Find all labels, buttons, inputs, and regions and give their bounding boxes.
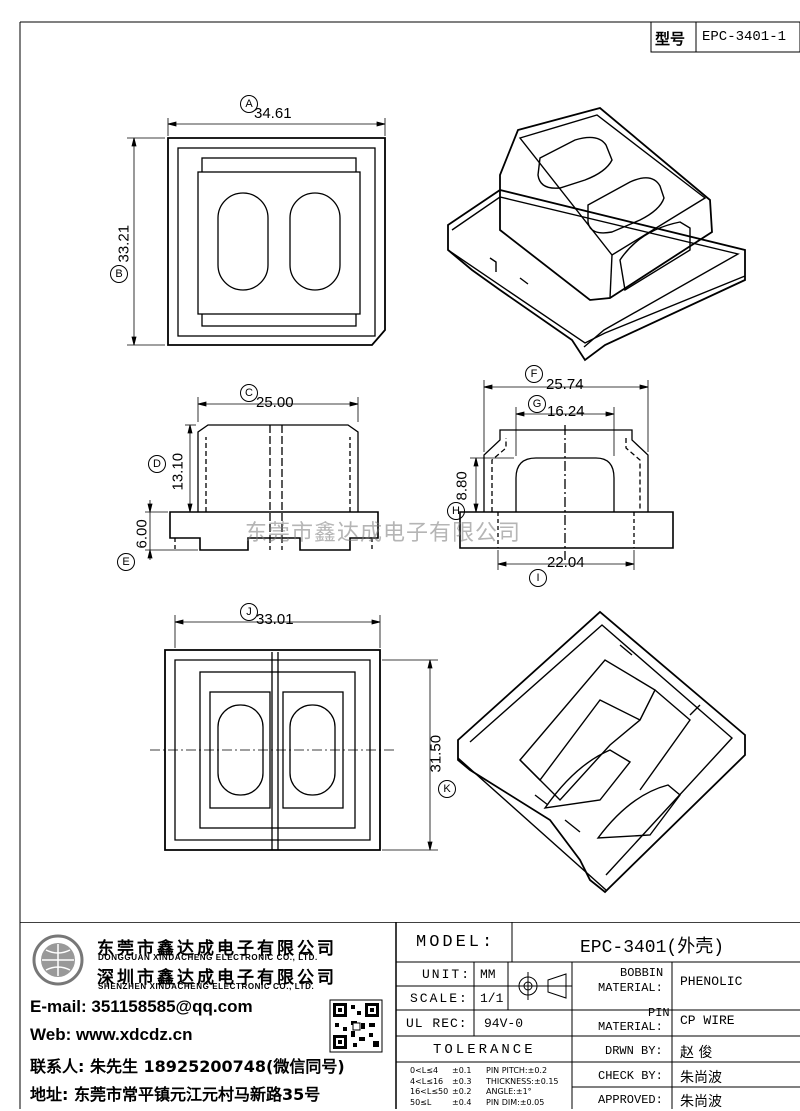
dim-fghi-lines [470, 380, 649, 570]
spec-label-3: PIN DIM: [486, 1097, 520, 1107]
tolerance-label: TOLERANCE [433, 1042, 536, 1058]
side-view [459, 425, 674, 560]
model-value: EPC-3401(外壳) [580, 938, 725, 958]
check-by-value: 朱尚波 [680, 1070, 722, 1086]
tol-range-2: 16<L≤50 [410, 1087, 449, 1096]
tol-value-3: ±0.4 [452, 1097, 472, 1107]
scale-value: 1/1 [480, 991, 504, 1006]
company-address: 地址: 东莞市常平镇元江元村马新路35号 [30, 1085, 321, 1104]
spec-value-1: ±0.15 [533, 1076, 559, 1086]
tag-b: B [110, 265, 128, 283]
tag-g: G [528, 395, 546, 413]
part-number: EPC-3401-1 [702, 29, 787, 45]
title-block-grid [20, 922, 800, 1109]
tag-j: J [240, 603, 258, 621]
tag-h: H [447, 502, 465, 520]
front-view [169, 424, 379, 551]
spec-value-2: ±1° [515, 1087, 532, 1096]
ul-rec-value: 94V-0 [484, 1016, 524, 1031]
unit-value: MM [480, 967, 496, 982]
dim-e-value: 6.00 [133, 519, 151, 549]
tol-value-0: ±0.1 [452, 1066, 472, 1075]
tag-a: A [240, 95, 258, 113]
iso-view-top [447, 107, 746, 362]
spec-value-0: ±0.2 [527, 1066, 548, 1075]
dim-a-value: 34.61 [254, 105, 292, 122]
approved-label: APPROVED: [598, 1093, 663, 1107]
company-web: Web: www.xdcdz.cn [30, 1025, 193, 1044]
tag-k: K [438, 780, 456, 798]
dim-cde-lines [145, 397, 359, 560]
company-name-dongguan: 东莞市鑫达成电子有限公司 [97, 939, 337, 959]
company-name-shenzhen: 深圳市鑫达成电子有限公司 [97, 968, 337, 988]
dim-h-value: 8.80 [453, 471, 471, 501]
tol-value-2: ±0.2 [452, 1087, 472, 1096]
bobbin-label-1: BOBBIN [620, 966, 664, 980]
tol-range-0: 0<L≤4 [410, 1066, 439, 1075]
scale-label: SCALE: [410, 991, 469, 1006]
projection-symbol [514, 972, 567, 1000]
company-email: E-mail: 351158585@qq.com [30, 997, 253, 1016]
drawn-by-label: DRWN BY: [605, 1044, 663, 1058]
company-name-shenzhen-en: SHENZHEN XINDACHENG ELECTRONIC CO., LTD. [98, 982, 315, 991]
bobbin-material-value: PHENOLIC [680, 974, 743, 989]
dim-j-value: 33.01 [256, 611, 294, 628]
check-by-label: CHECK BY: [598, 1069, 663, 1083]
spec-label-2: ANGLE: [486, 1087, 516, 1096]
dim-c-value: 25.00 [256, 394, 294, 411]
watermark: 东莞市鑫达成电子有限公司 [245, 520, 522, 545]
tag-f: F [525, 365, 543, 383]
pin-label-2: MATERIAL: [598, 1020, 663, 1034]
dim-b-lines [127, 137, 165, 346]
ul-rec-label: UL REC: [406, 1016, 468, 1031]
dim-f-value: 25.74 [546, 376, 584, 393]
tol-range-3: 50≤L [410, 1097, 432, 1107]
approved-value: 朱尚波 [680, 1094, 722, 1110]
dim-i-value: 22.04 [547, 554, 585, 571]
model-label: MODEL: [416, 933, 496, 952]
tol-range-1: 4<L≤16 [410, 1076, 444, 1086]
tag-c: C [240, 384, 258, 402]
technical-drawing [127, 107, 746, 894]
iso-view-bottom [457, 610, 746, 894]
tag-e: E [117, 553, 135, 571]
pin-material-value: CP WIRE [680, 1013, 735, 1028]
drawn-by-value: 赵 俊 [680, 1045, 713, 1061]
company-logo [32, 934, 84, 986]
qr-code [329, 999, 383, 1053]
tag-d: D [148, 455, 166, 473]
tag-i: I [529, 569, 547, 587]
dim-k-value: 31.50 [427, 734, 445, 773]
unit-label: UNIT: [422, 967, 472, 982]
spec-value-3: ±0.05 [519, 1097, 545, 1107]
dim-d-value: 13.10 [169, 452, 187, 491]
pin-label-1: PIN [648, 1006, 670, 1020]
company-name-dongguan-en: DONGGUAN XINDACHENG ELECTRONIC CO., LTD. [98, 953, 318, 962]
tol-value-1: ±0.3 [452, 1076, 472, 1086]
dim-g-value: 16.24 [547, 403, 585, 420]
dim-a-lines [167, 118, 386, 136]
dim-jk-lines [174, 615, 438, 851]
bobbin-label-2: MATERIAL: [598, 981, 663, 995]
dim-b-value: 33.21 [115, 224, 133, 263]
spec-label-1: THICKNESS: [486, 1076, 534, 1086]
top-view [167, 137, 386, 346]
spec-label-0: PIN PITCH: [486, 1066, 528, 1075]
type-label: 型号 [655, 30, 686, 48]
company-contact: 联系人: 朱先生 18925200748(微信同号) [30, 1057, 345, 1076]
